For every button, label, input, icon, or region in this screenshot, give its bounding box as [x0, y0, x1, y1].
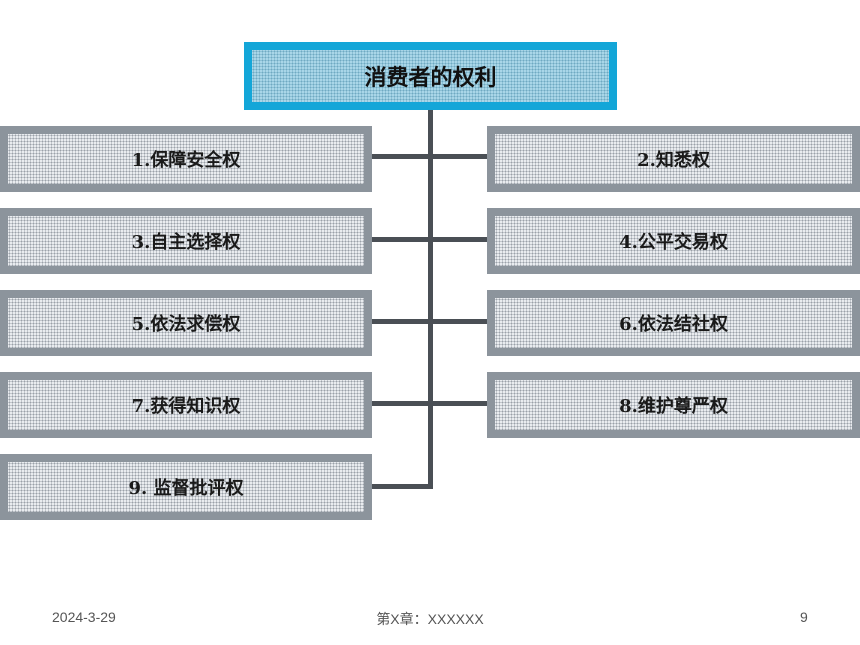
node-left-9: 9. 监督批评权 — [0, 454, 372, 520]
node-label: 6.依法结社权 — [495, 298, 852, 348]
node-left-5: 5.依法求偿权 — [0, 290, 372, 356]
node-label: 8.维护尊严权 — [495, 380, 852, 430]
node-right-6: 6.依法结社权 — [487, 290, 860, 356]
trunk-connector — [428, 110, 433, 489]
connector-left-5 — [372, 319, 433, 324]
node-label: 5.依法求偿权 — [8, 298, 364, 348]
connector-left-3 — [372, 237, 433, 242]
connector-left-1 — [372, 154, 433, 159]
connector-left-7 — [372, 401, 433, 406]
footer-page-number: 9 — [800, 609, 808, 625]
node-label: 2.知悉权 — [495, 134, 852, 184]
footer-date: 2024-3-29 — [52, 609, 116, 625]
node-right-2: 2.知悉权 — [487, 126, 860, 192]
connector-right-2 — [428, 154, 487, 159]
node-label: 9. 监督批评权 — [8, 462, 364, 512]
footer-chapter: 第X章：XXXXXX — [376, 611, 484, 627]
node-left-1: 1.保障安全权 — [0, 126, 372, 192]
connector-right-8 — [428, 401, 487, 406]
node-left-3: 3.自主选择权 — [0, 208, 372, 274]
connector-right-4 — [428, 237, 487, 242]
node-right-8: 8.维护尊严权 — [487, 372, 860, 438]
root-node-label: 消费者的权利 — [252, 50, 609, 102]
node-label: 3.自主选择权 — [8, 216, 364, 266]
node-label: 7.获得知识权 — [8, 380, 364, 430]
connector-right-6 — [428, 319, 487, 324]
node-label: 4.公平交易权 — [495, 216, 852, 266]
node-right-4: 4.公平交易权 — [487, 208, 860, 274]
connector-left-9 — [372, 484, 433, 489]
node-label: 1.保障安全权 — [8, 134, 364, 184]
root-node: 消费者的权利 — [244, 42, 617, 110]
node-left-7: 7.获得知识权 — [0, 372, 372, 438]
